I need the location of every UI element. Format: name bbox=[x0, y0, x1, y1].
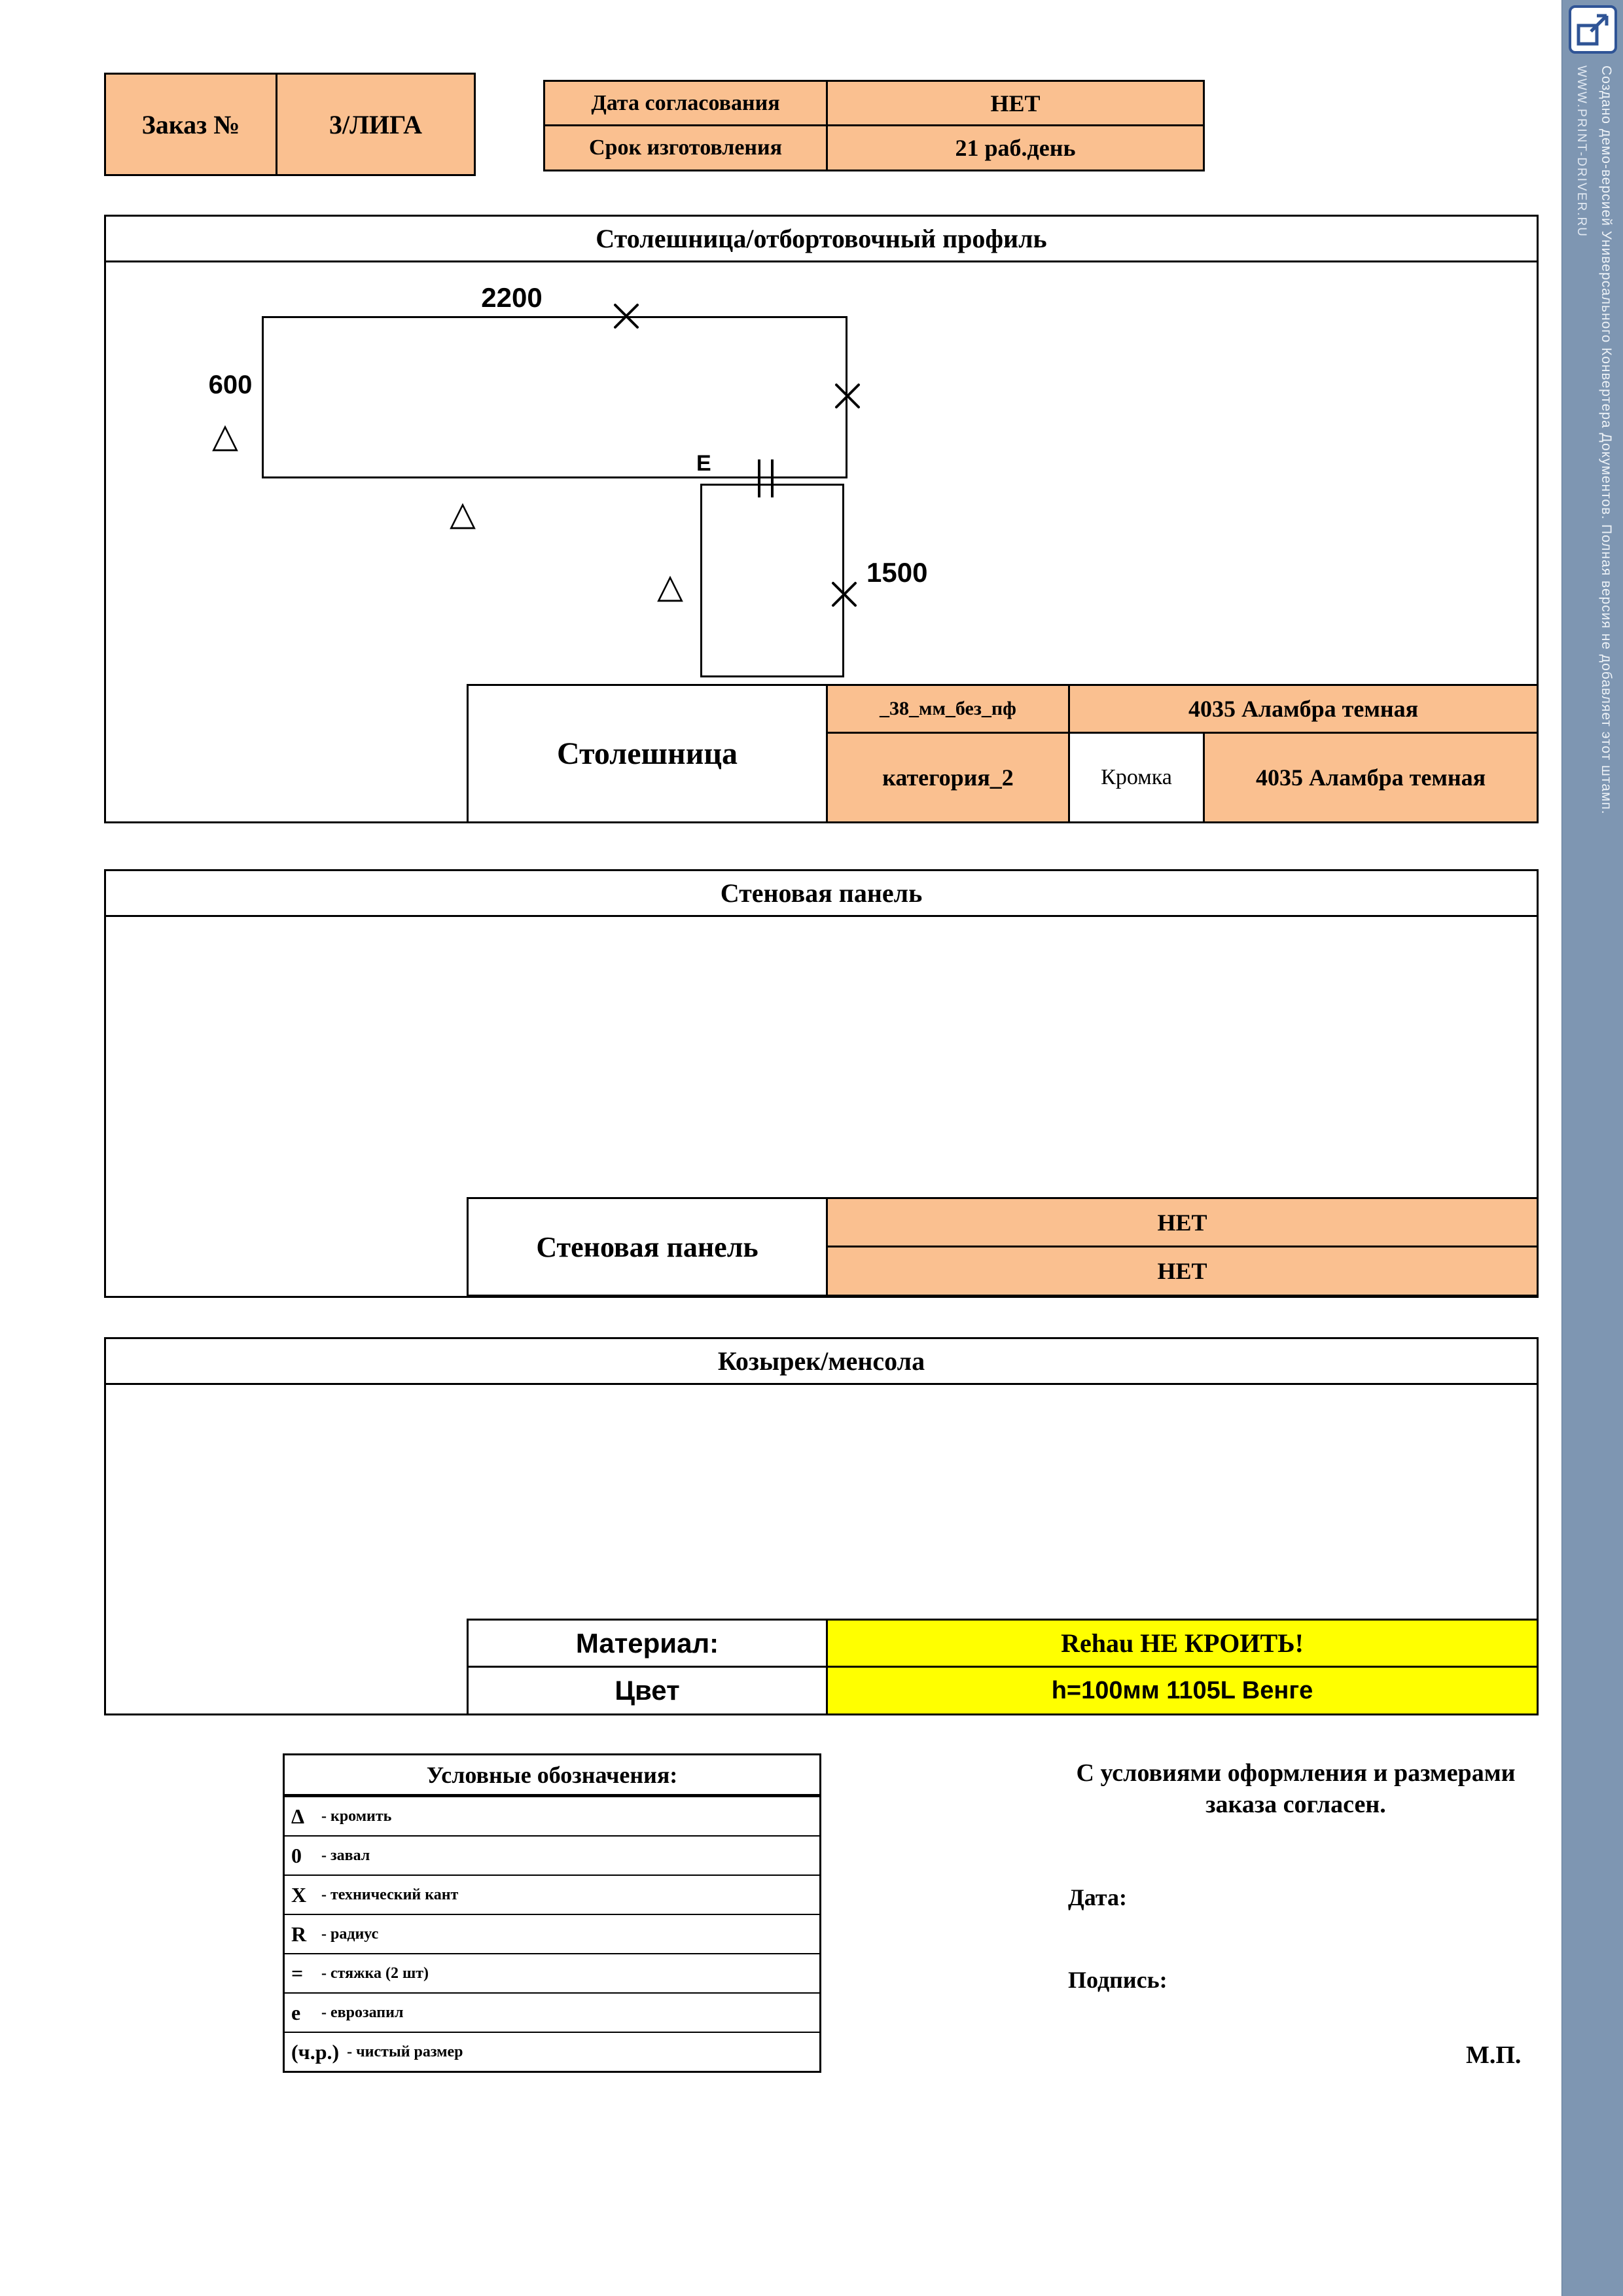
legend-symbol-triangle: Δ bbox=[291, 1804, 305, 1828]
legend-item-radius: R - радиус bbox=[285, 1914, 819, 1953]
cornice-section: Козырек/менсола Материал: Rehau НЕ КРОИТ… bbox=[104, 1337, 1539, 1715]
approval-date-label: Дата согласования bbox=[543, 80, 828, 126]
legend-item-edging: Δ - кромить bbox=[285, 1796, 819, 1835]
dimension-width: 2200 bbox=[481, 282, 543, 313]
countertop-category: категория_2 bbox=[826, 732, 1070, 823]
legend-item-tech-edge: X - технический кант bbox=[285, 1874, 819, 1914]
dimension-length: 1500 bbox=[866, 557, 928, 588]
wall-panel-name: Стеновая панель bbox=[467, 1197, 828, 1297]
lead-time-label: Срок изготовления bbox=[543, 124, 828, 171]
wall-panel-value-bottom: НЕТ bbox=[826, 1246, 1539, 1297]
edge-mark-bottom: △ bbox=[450, 494, 476, 533]
legend-symbol-r: R bbox=[291, 1922, 307, 1946]
countertop-spec-table: Столешница _38_мм_без_пф 4035 Аламбра те… bbox=[467, 684, 1539, 823]
watermark-text-block: Создано демо-версией Универсального Конв… bbox=[1569, 65, 1619, 2278]
color-value: h=100мм 1105L Венге bbox=[826, 1666, 1539, 1715]
legend-item-euro-joint: е - еврозапил bbox=[285, 1992, 819, 2032]
wall-panel-value-top: НЕТ bbox=[826, 1197, 1539, 1247]
legend-symbol-zero: 0 bbox=[291, 1843, 302, 1867]
tech-edge-mark-top bbox=[614, 304, 639, 329]
tie-mark-1 bbox=[758, 459, 760, 497]
lead-time-value: 21 раб.день bbox=[826, 124, 1205, 171]
legend-symbol-x: X bbox=[291, 1882, 307, 1907]
legend-item-tie: = - стяжка (2 шт) bbox=[285, 1953, 819, 1992]
udc-logo-icon bbox=[1569, 5, 1617, 54]
schedule-table: Дата согласования НЕТ Срок изготовления … bbox=[543, 80, 1205, 171]
tech-edge-mark-right bbox=[835, 384, 860, 408]
order-number-table: Заказ № 3/ЛИГА bbox=[104, 73, 476, 176]
cornice-section-title: Козырек/менсола bbox=[106, 1339, 1537, 1385]
edge-mark-leg-left: △ bbox=[657, 567, 683, 606]
stamp-label: М.П. bbox=[1466, 2041, 1522, 2069]
legend-title: Условные обозначения: bbox=[285, 1755, 819, 1796]
signature-label: Подпись: bbox=[1068, 1967, 1168, 1993]
watermark-url-text: WWW.PRINT-DRIVER.RU bbox=[1575, 65, 1589, 238]
watermark-strip: Создано демо-версией Универсального Конв… bbox=[1561, 0, 1623, 2296]
legend-item-rounding: 0 - завал bbox=[285, 1835, 819, 1874]
countertop-section-title: Столешница/отбортовочный профиль bbox=[106, 217, 1537, 262]
color-label: Цвет bbox=[467, 1666, 828, 1715]
order-label: Заказ № bbox=[104, 73, 277, 176]
cornice-spec-table: Материал: Rehau НЕ КРОИТЬ! Цвет h=100мм … bbox=[467, 1619, 1539, 1715]
countertop-section: Столешница/отбортовочный профиль 2200 60… bbox=[104, 215, 1539, 823]
euro-joint-label: Е bbox=[696, 451, 711, 476]
edge-mark-left: △ bbox=[212, 416, 238, 456]
dimension-depth: 600 bbox=[208, 370, 253, 399]
legend-symbol-equals: = bbox=[291, 1961, 304, 1985]
order-number-value: 3/ЛИГА bbox=[276, 73, 476, 176]
date-label: Дата: bbox=[1068, 1884, 1127, 1910]
legend-table: Условные обозначения: Δ - кромить 0 - за… bbox=[283, 1753, 821, 2073]
countertop-decor: 4035 Аламбра темная bbox=[1067, 684, 1539, 734]
edge-decor: 4035 Аламбра темная bbox=[1202, 732, 1539, 823]
countertop-name: Столешница bbox=[467, 684, 828, 823]
material-value: Rehau НЕ КРОИТЬ! bbox=[826, 1619, 1539, 1668]
tech-edge-mark-leg bbox=[832, 582, 857, 607]
countertop-leg-outline bbox=[700, 484, 844, 677]
wall-panel-section: Стеновая панель Стеновая панель НЕТ НЕТ bbox=[104, 869, 1539, 1298]
agreement-text: С условиями оформления и размерами заказ… bbox=[1076, 1759, 1516, 1818]
legend-symbol-chr: (ч.р.) bbox=[291, 2039, 340, 2064]
edge-label: Кромка bbox=[1068, 732, 1205, 823]
approval-date-value: НЕТ bbox=[826, 80, 1205, 126]
watermark-demo-text: Создано демо-версией Универсального Конв… bbox=[1599, 65, 1614, 815]
wall-panel-spec-table: Стеновая панель НЕТ НЕТ bbox=[467, 1197, 1539, 1297]
countertop-top-outline bbox=[262, 316, 847, 478]
material-label: Материал: bbox=[467, 1619, 828, 1668]
tie-mark-2 bbox=[771, 459, 774, 497]
wall-panel-section-title: Стеновая панель bbox=[106, 871, 1537, 917]
countertop-thickness: _38_мм_без_пф bbox=[826, 684, 1070, 734]
legend-symbol-e: е bbox=[291, 2000, 301, 2024]
legend-item-clean-size: (ч.р.) - чистый размер bbox=[285, 2032, 819, 2071]
